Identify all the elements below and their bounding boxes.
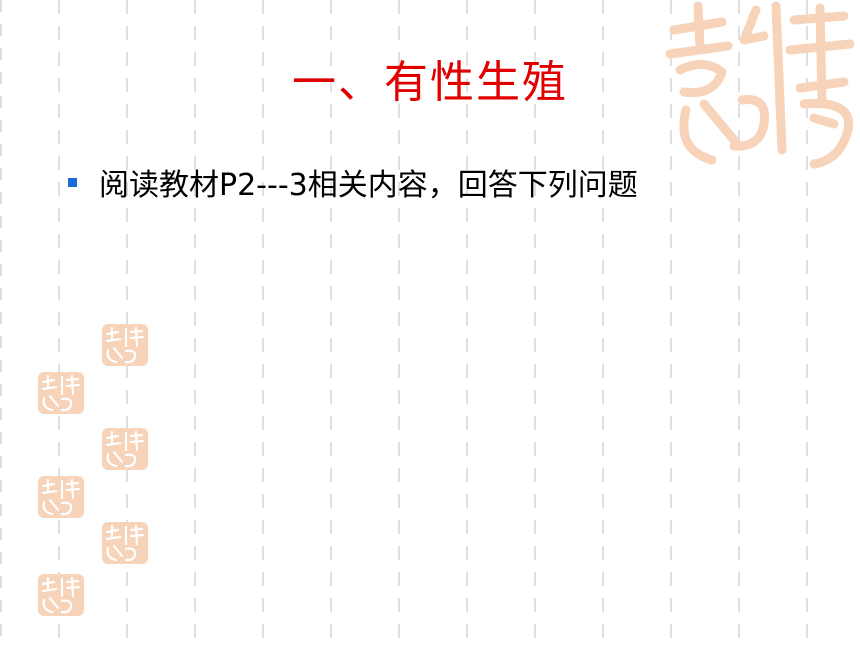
bullet-square-icon bbox=[68, 177, 77, 187]
auspicious-seal-icon bbox=[38, 372, 84, 414]
auspicious-seal-icon bbox=[38, 574, 84, 616]
auspicious-seal-icon bbox=[102, 428, 148, 470]
slide-title: 一、有性生殖 bbox=[292, 57, 568, 108]
bullet-text: 阅读教材P2---3相关内容，回答下列问题 bbox=[99, 168, 638, 203]
auspicious-seal-icon bbox=[665, 1, 855, 169]
auspicious-seal-icon bbox=[38, 476, 84, 518]
auspicious-seal-icon bbox=[102, 522, 148, 564]
auspicious-seal-icon bbox=[102, 324, 148, 366]
bullet-item: 阅读教材P2---3相关内容，回答下列问题 bbox=[68, 160, 638, 204]
